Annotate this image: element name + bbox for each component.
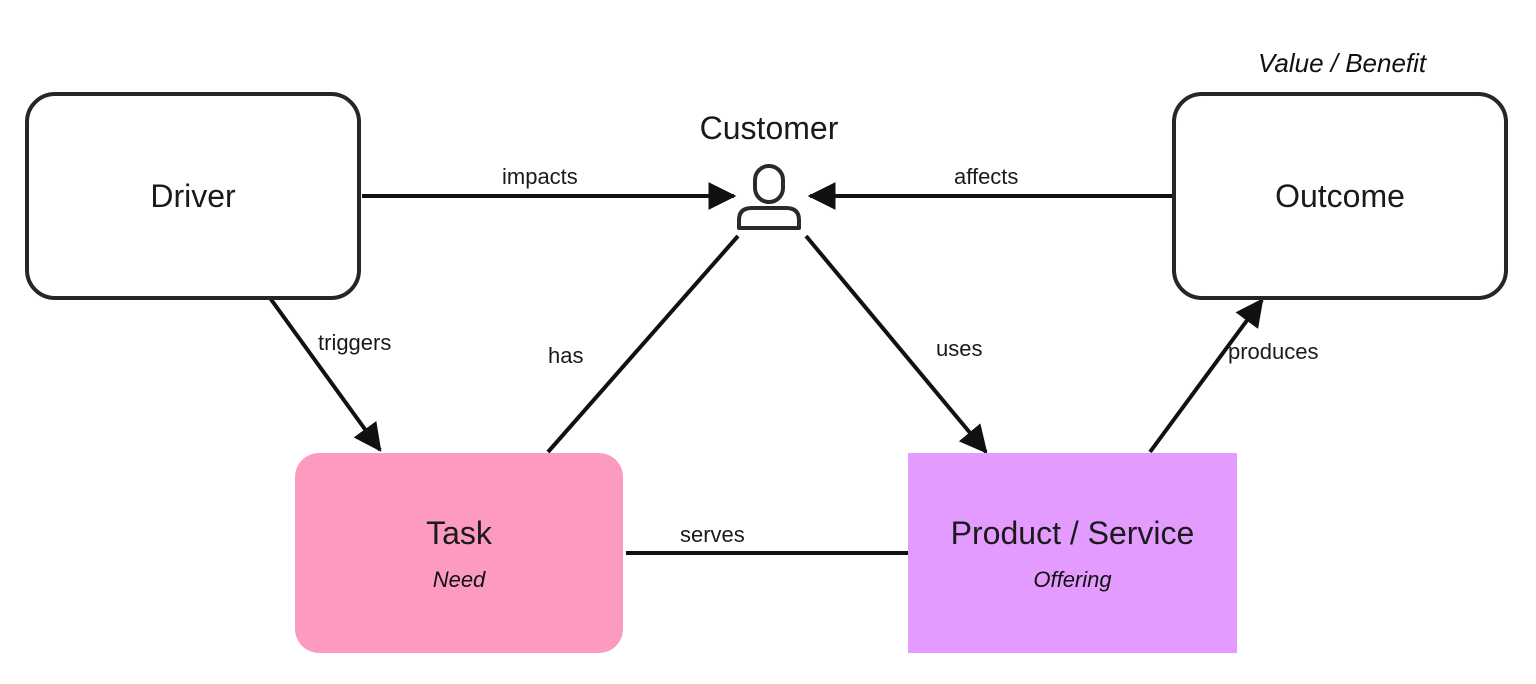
driver-node[interactable]: Driver (25, 92, 361, 300)
outcome-title: Outcome (1275, 178, 1405, 214)
edge-has (546, 234, 740, 454)
product-subtitle: Offering (1033, 567, 1112, 592)
label-uses: uses (936, 336, 983, 361)
user-icon (737, 164, 801, 230)
label-affects: affects (954, 164, 1019, 189)
driver-title: Driver (150, 178, 236, 214)
task-node[interactable]: Task Need (295, 453, 623, 653)
outcome-node[interactable]: Outcome (1172, 92, 1508, 300)
outcome-annotation: Value / Benefit (1258, 48, 1427, 78)
product-title: Product / Service (950, 515, 1195, 551)
label-serves: serves (680, 522, 745, 547)
label-produces: produces (1228, 339, 1319, 364)
label-triggers: triggers (318, 330, 392, 355)
edge-produces (1148, 298, 1264, 454)
label-impacts: impacts (502, 164, 578, 189)
customer-label: Customer (699, 110, 839, 146)
label-has: has (548, 343, 584, 368)
product-node[interactable]: Product / Service Offering (908, 453, 1237, 653)
task-subtitle: Need (432, 567, 486, 592)
edge-triggers (268, 296, 382, 452)
task-title: Task (426, 515, 492, 551)
edge-uses (804, 234, 988, 454)
